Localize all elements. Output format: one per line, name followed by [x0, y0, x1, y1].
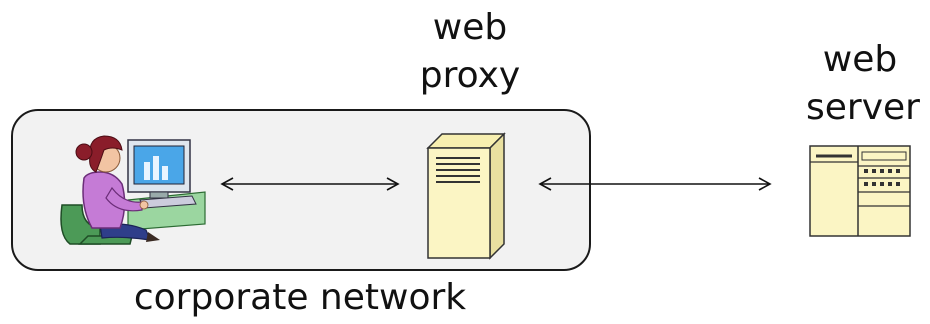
user-at-computer-icon [60, 135, 206, 245]
web-server-icon [809, 145, 911, 237]
network-label: corporate network [133, 277, 467, 318]
server-label-line1: web [822, 39, 898, 80]
proxy-server-icon [426, 132, 506, 260]
proxy-label-line1: web [432, 7, 508, 48]
proxy-label-line2: proxy [419, 55, 521, 96]
server-label-line2: server [806, 87, 920, 128]
